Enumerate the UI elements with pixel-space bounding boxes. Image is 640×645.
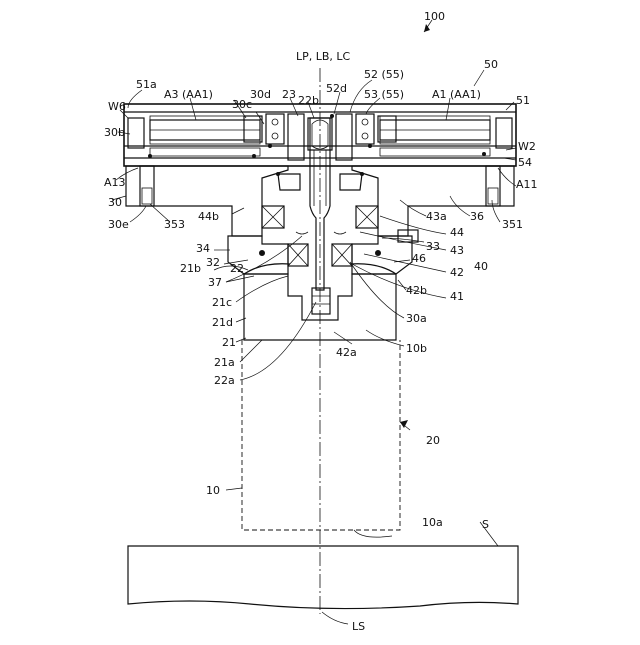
arrow-100-icon: [424, 24, 430, 32]
label-41: 41: [450, 290, 464, 303]
label-S: S: [482, 518, 489, 531]
label-34: 34: [196, 242, 210, 255]
label-20: 20: [426, 434, 440, 447]
label-30: 30: [108, 196, 122, 209]
label-10a: 10a: [422, 516, 443, 529]
label-53-55: 53 (55): [364, 88, 404, 101]
label-30d: 30d: [250, 88, 271, 101]
label-axis-top: LP, LB, LC: [296, 50, 351, 63]
label-33: 33: [426, 240, 440, 253]
label-42a: 42a: [336, 346, 357, 359]
tool-10-outline: [242, 340, 400, 537]
label-42: 42: [450, 266, 464, 279]
label-A1: A1 (AA1): [432, 88, 481, 101]
label-30a: 30a: [406, 312, 427, 325]
label-52-55: 52 (55): [364, 68, 404, 81]
label-21a: 21a: [214, 356, 235, 369]
label-A11: A11: [516, 178, 538, 191]
label-54: 54: [518, 156, 532, 169]
label-37: 37: [208, 276, 222, 289]
label-30e: 30e: [108, 218, 129, 231]
label-46: 46: [412, 252, 426, 265]
label-22a: 22a: [214, 374, 235, 387]
label-21b: 21b: [180, 262, 201, 275]
joint-unit-40: [228, 172, 418, 274]
label-36: 36: [470, 210, 484, 223]
label-32: 32: [206, 256, 220, 269]
label-100: 100: [424, 10, 445, 23]
label-42b: 42b: [406, 284, 427, 297]
label-30b: 30b: [104, 126, 125, 139]
label-W2: W2: [518, 140, 536, 153]
label-W6: W6: [108, 100, 126, 113]
label-44b: 44b: [198, 210, 219, 223]
floor-s: [128, 546, 518, 609]
label-52d: 52d: [326, 82, 347, 95]
label-21c: 21c: [212, 296, 232, 309]
label-30c: 30c: [232, 98, 252, 111]
label-23: 23: [282, 88, 296, 101]
label-353: 353: [164, 218, 185, 231]
label-22: 22: [230, 262, 244, 275]
label-51a: 51a: [136, 78, 157, 91]
label-43: 43: [450, 244, 464, 257]
label-A13: A13: [104, 176, 126, 189]
label-21: 21: [222, 336, 236, 349]
label-A3: A3 (AA1): [164, 88, 213, 101]
arrow-20-icon: [400, 420, 408, 428]
label-50: 50: [484, 58, 498, 71]
label-43a: 43a: [426, 210, 447, 223]
label-51: 51: [516, 94, 530, 107]
label-40: 40: [474, 260, 488, 273]
label-21d: 21d: [212, 316, 233, 329]
label-axis-bottom: LS: [352, 620, 365, 633]
label-10b: 10b: [406, 342, 427, 355]
label-44: 44: [450, 226, 464, 239]
label-22b: 22b: [298, 94, 319, 107]
label-351: 351: [502, 218, 523, 231]
label-10: 10: [206, 484, 220, 497]
leader-lines: [112, 20, 516, 624]
